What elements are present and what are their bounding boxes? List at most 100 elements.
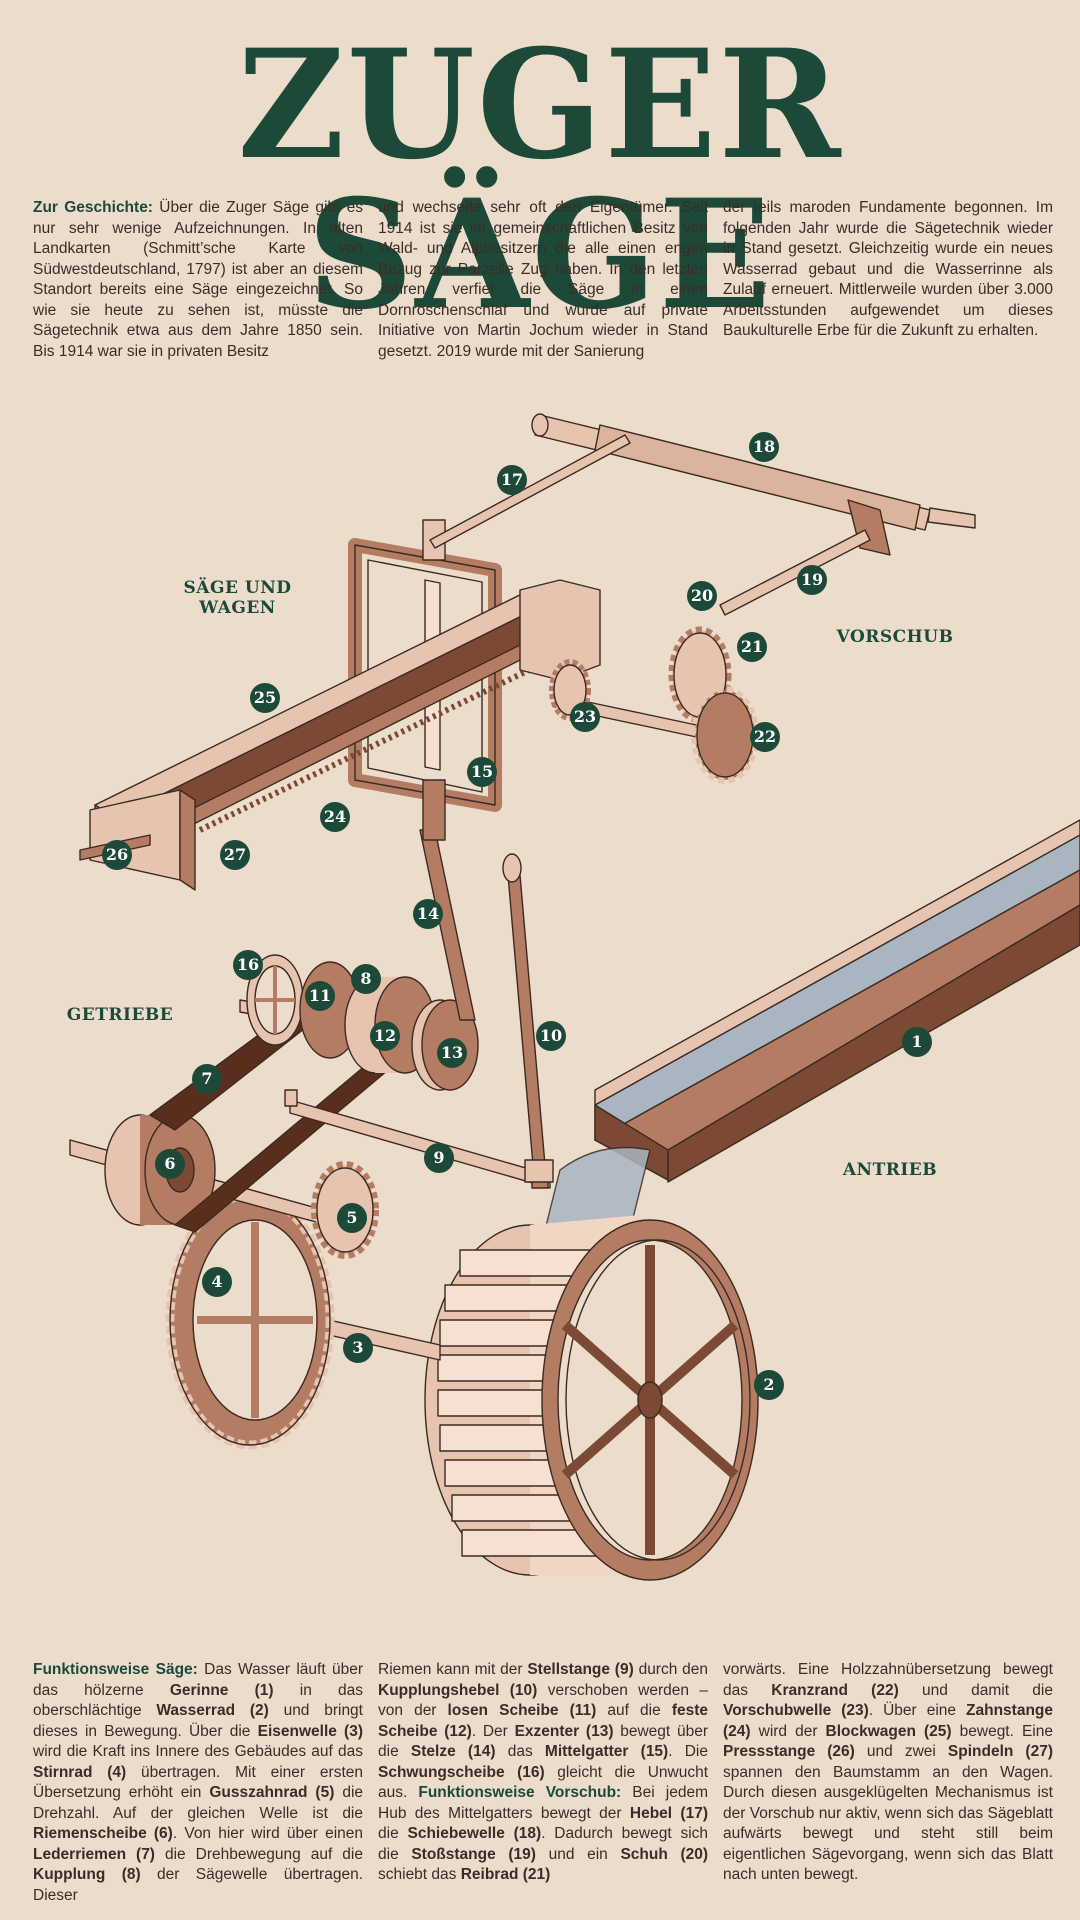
part-term: Vorschubwelle (23): [723, 1702, 869, 1719]
text-run: und zwei: [854, 1743, 948, 1760]
section-heading: Funktionsweise Säge:: [33, 1661, 198, 1678]
badge-25: 25: [250, 683, 280, 713]
badge-14: 14: [413, 899, 443, 929]
blockwagen-carriage: [79, 579, 601, 891]
text-run: . Der: [471, 1722, 515, 1740]
wasserrad-wheel: [424, 1215, 759, 1581]
badge-19: 19: [797, 565, 827, 595]
badge-11: 11: [305, 981, 335, 1011]
intro-col-1: Zur Geschichte: Über die Zuger Säge gibt…: [33, 198, 363, 362]
intro-heading: Zur Geschichte:: [33, 199, 153, 216]
stellstange-rod: [289, 1099, 551, 1189]
bottom-col-1: Funktionsweise Säge: Das Wasser läuft üb…: [33, 1660, 363, 1906]
part-term: Mittelgatter (15): [544, 1743, 669, 1760]
part-term: Stoßstange (19): [411, 1845, 536, 1863]
badge-2: 2: [754, 1370, 784, 1400]
part-term: Wasserrad (2): [156, 1702, 269, 1719]
badge-24: 24: [320, 802, 350, 832]
text-run: . Über eine: [868, 1702, 967, 1719]
badge-20: 20: [687, 581, 717, 611]
text-run: in das oberschlächtige: [33, 1681, 364, 1720]
text-run: bewegt. Eine: [951, 1722, 1053, 1740]
intro-text-1: Über die Zuger Säge gibt es nur sehr wen…: [33, 199, 363, 360]
text-run: und damit die: [898, 1681, 1053, 1699]
badge-5: 5: [337, 1203, 367, 1233]
badge-26: 26: [102, 840, 132, 870]
part-term: Riemenscheibe (6): [33, 1825, 173, 1842]
part-term: Exzenter (13): [514, 1722, 614, 1740]
badge-4: 4: [202, 1267, 232, 1297]
part-term: Gusszahnrad (5): [209, 1784, 335, 1801]
text-run: gleicht die Unwucht aus.: [378, 1763, 708, 1802]
part-term: Schwungscheibe (16): [378, 1763, 545, 1781]
kupplungshebel-lever: [502, 853, 554, 1183]
kranzrad-gear: [691, 686, 759, 784]
part-term: Schuh (20): [620, 1845, 709, 1863]
part-term: Stirnrad (4): [33, 1763, 127, 1781]
badge-1: 1: [902, 1027, 932, 1057]
part-term: Kupplung (8): [33, 1866, 141, 1883]
part-term: Blockwagen (25): [825, 1722, 952, 1740]
text-run: wird der: [750, 1722, 826, 1740]
text-run: Riemen kann mit der: [378, 1661, 528, 1678]
part-term: feste Scheibe (12): [378, 1702, 708, 1740]
stirnrad-gear: [165, 1190, 335, 1450]
text-run: wird die Kraft ins Innere des Gebäudes a…: [33, 1743, 363, 1760]
text-run: Das Wasser läuft über das hölzerne: [33, 1661, 363, 1699]
badge-3: 3: [343, 1333, 373, 1363]
part-term: Stelze (14): [410, 1743, 496, 1760]
part-term: Stellstange (9): [527, 1661, 634, 1678]
text-run: die Drehzahl. Auf der gleichen Welle ist…: [33, 1784, 364, 1822]
gerinne-channel: [534, 819, 1080, 1291]
section-getriebe: GETRIEBE: [66, 1005, 174, 1025]
intro-col-3: der teils maroden Fundamente begonnen. I…: [723, 199, 1053, 339]
page-title: ZUGER SÄGE: [237, 17, 843, 343]
badge-21: 21: [737, 632, 767, 662]
bottom-col-2: Riemen kann mit der Stellstange (9) durc…: [378, 1660, 708, 1886]
text-run: . Dadurch bewegt sich die: [378, 1825, 709, 1863]
part-term: Kupplungshebel (10): [378, 1681, 538, 1699]
part-term: Lederriemen (7): [33, 1845, 155, 1863]
text-run: vorwärts. Eine Holzzahnübersetzung beweg…: [723, 1661, 1053, 1699]
schiebewelle-shaft: [531, 413, 976, 556]
text-run: übertragen. Mit einer ersten Übersetzung…: [33, 1763, 363, 1802]
badge-8: 8: [351, 964, 381, 994]
part-term: Gerinne (1): [169, 1681, 274, 1699]
badge-18: 18: [749, 432, 779, 462]
section-heading: Funktionsweise Vorschub:: [418, 1784, 622, 1801]
text-run: auf die: [596, 1702, 672, 1719]
text-run: der Sägewelle übertragen. Dieser: [33, 1866, 363, 1904]
text-run: schiebt das: [378, 1866, 461, 1883]
badge-6: 6: [155, 1149, 185, 1179]
part-term: Pressstange (26): [723, 1743, 855, 1760]
part-term: Zahnstange (24): [723, 1702, 1053, 1740]
part-term: Hebel (17): [629, 1804, 708, 1822]
text-run: durch den: [633, 1661, 709, 1678]
text-run: und bringt dieses in Bewegung. Über die: [33, 1702, 363, 1740]
hebel-lever: [429, 434, 631, 549]
section-antrieb: ANTRIEB: [842, 1160, 938, 1180]
section-saege-und-wagen: SÄGE UND WAGEN: [183, 578, 292, 618]
badge-13: 13: [437, 1038, 467, 1068]
text-run: die Drehbewegung auf die: [154, 1845, 363, 1863]
badge-15: 15: [467, 757, 497, 787]
section-vorschub: VORSCHUB: [836, 627, 954, 647]
stossstange-rod: [719, 529, 871, 616]
text-run: die: [378, 1825, 408, 1842]
badge-23: 23: [570, 702, 600, 732]
text-run: verschoben werden – von der: [378, 1681, 708, 1720]
text-run: und ein: [535, 1845, 621, 1863]
part-term: Kranzrand (22): [771, 1681, 899, 1699]
part-term: losen Scheibe (11): [447, 1702, 597, 1719]
text-run: das: [495, 1743, 545, 1760]
part-term: Spindeln (27): [947, 1743, 1053, 1760]
badge-22: 22: [750, 722, 780, 752]
part-term: Eisenwelle (3): [257, 1722, 363, 1740]
text-run: Bei jedem Hub des Mittelgatters bewegt d…: [378, 1784, 708, 1822]
badge-9: 9: [424, 1143, 454, 1173]
badge-17: 17: [497, 465, 527, 495]
part-term: Schiebewelle (18): [407, 1825, 542, 1842]
intro-col-2: und wechselte sehr oft den Eigentümer. S…: [378, 199, 708, 360]
text-run: bewegt über die: [378, 1722, 709, 1761]
part-term: Reibrad (21): [460, 1866, 551, 1883]
